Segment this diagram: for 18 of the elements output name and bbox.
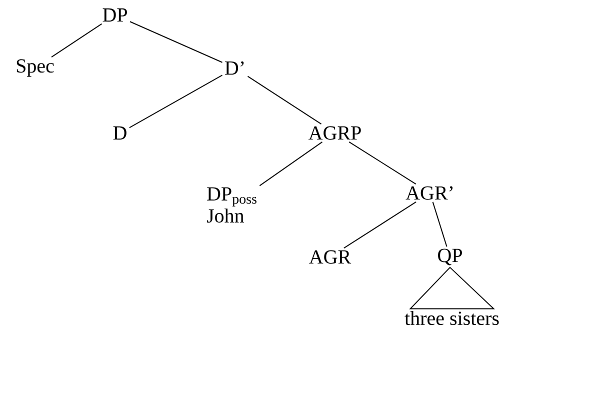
tree-label: D — [113, 126, 126, 140]
tree-label: Spec — [16, 59, 54, 77]
branch-line — [129, 21, 223, 63]
branch-line — [128, 74, 223, 128]
branch-line — [343, 201, 417, 249]
tree-label: QP — [438, 248, 462, 266]
branch-line — [348, 141, 416, 185]
tree-label: AGR’ — [406, 186, 453, 200]
tree-label: AGRP — [308, 126, 361, 140]
tree-label: D’ — [225, 61, 244, 75]
branch-line — [259, 141, 323, 186]
branch-line — [432, 201, 448, 248]
tree-label: three sisters — [404, 310, 499, 326]
tree-label: AGR — [309, 250, 352, 264]
branch-line — [247, 76, 322, 125]
tree-label: DP — [102, 8, 127, 22]
tree-label: DP$_{poss}$ John — [206, 187, 256, 223]
branch-line — [51, 23, 102, 58]
